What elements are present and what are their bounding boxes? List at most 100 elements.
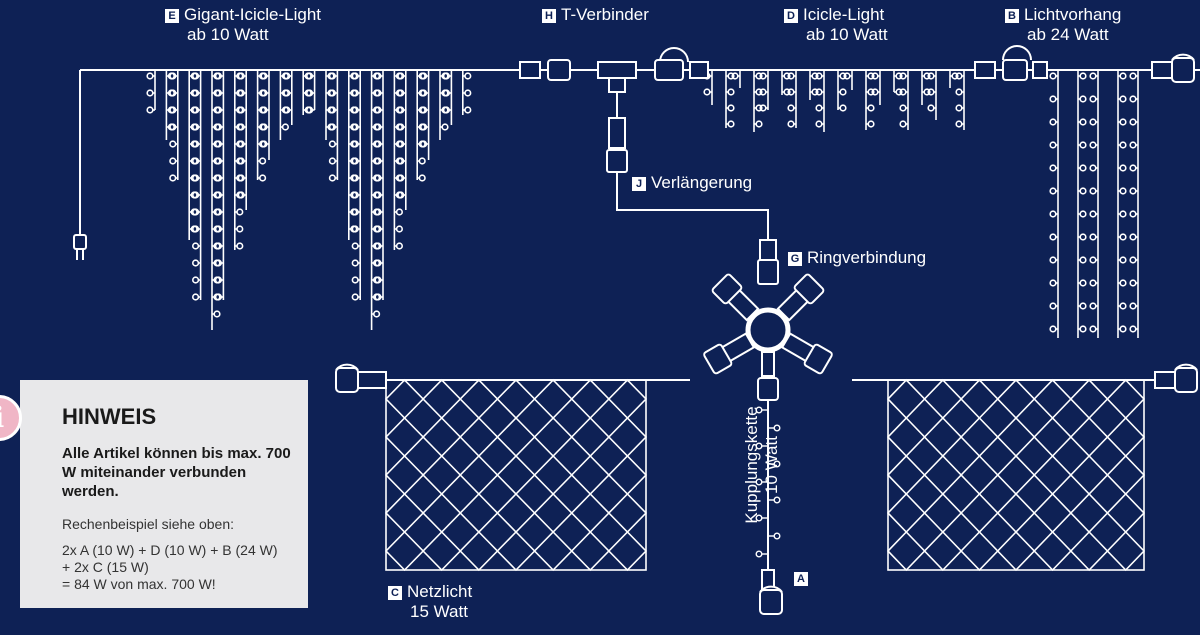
light-curtain-strands	[1049, 70, 1139, 338]
net-mesh-cell	[923, 454, 963, 496]
net-mesh-cell	[533, 454, 573, 496]
led-bulb	[815, 120, 823, 128]
net-lights	[384, 378, 1146, 572]
led-bulb	[955, 88, 963, 96]
net-mesh-cell	[570, 530, 610, 572]
led-bulb	[955, 120, 963, 128]
led-bulb	[815, 104, 823, 112]
net-mesh-cell	[459, 378, 499, 420]
led-bulb	[441, 123, 449, 131]
net-mesh-cell	[996, 492, 1036, 534]
led-bulb	[1129, 279, 1137, 287]
led-bulb	[755, 120, 763, 128]
net-mesh-cell	[1069, 454, 1109, 496]
led-bulb	[464, 89, 472, 97]
net-mesh-cell	[570, 416, 610, 458]
net-mesh-cell	[960, 454, 999, 496]
led-bulb	[1089, 141, 1097, 149]
net-mesh-cell	[496, 378, 536, 420]
net-mesh-cell	[533, 378, 573, 420]
gigant-icicle-strands	[146, 70, 472, 330]
net-mesh-cell	[1033, 454, 1072, 496]
led-bulb	[927, 104, 935, 112]
net-mesh-cell	[1106, 492, 1146, 534]
led-bulb	[727, 88, 735, 96]
led-bulb	[1119, 256, 1127, 264]
led-bulb	[1089, 95, 1097, 103]
led-bulb	[1049, 233, 1057, 241]
led-bulb	[1119, 95, 1127, 103]
led-bulb	[146, 106, 154, 114]
led-bulb	[1079, 256, 1087, 264]
power-plug-icon	[73, 234, 87, 260]
badge-e: E	[165, 9, 179, 23]
net-mesh-cell	[1033, 492, 1072, 534]
led-bulb	[1129, 72, 1137, 80]
net-mesh-cell	[1069, 416, 1109, 458]
net-mesh-cell	[1033, 378, 1072, 420]
chain-led-bulb	[755, 514, 763, 522]
net-mesh-cell	[1106, 454, 1146, 496]
ring-connector-icon	[745, 307, 791, 353]
net-mesh-cell	[422, 416, 462, 458]
led-bulb	[328, 174, 337, 182]
led-bulb	[1119, 118, 1127, 126]
led-bulb	[146, 72, 154, 80]
net-mesh-cell	[886, 416, 926, 458]
led-bulb	[464, 72, 472, 80]
led-bulb	[727, 120, 735, 128]
net-mesh-cell	[384, 530, 425, 572]
net-mesh-cell	[533, 416, 573, 458]
net-mesh-cell	[996, 378, 1036, 420]
led-bulb	[1079, 210, 1087, 218]
led-bulb	[703, 88, 711, 96]
led-bulb	[1089, 187, 1097, 195]
ring-arm-nw	[711, 273, 760, 322]
badge-b: B	[1005, 9, 1019, 23]
led-bulb	[1119, 233, 1127, 241]
net-mesh-cell	[996, 454, 1036, 496]
net-mesh-cell	[533, 492, 573, 534]
led-bulb	[373, 310, 381, 318]
chain-led-bulb	[755, 442, 763, 450]
led-bulb	[192, 293, 200, 301]
led-bulb	[839, 88, 847, 96]
net-mesh-cell	[422, 492, 462, 534]
led-bulb	[1049, 256, 1057, 264]
net-mesh-cell	[384, 492, 425, 534]
led-bulb	[1049, 141, 1057, 149]
net-mesh-cell	[1033, 416, 1072, 458]
led-bulb	[1129, 118, 1137, 126]
led-bulb	[1129, 325, 1137, 333]
net-light-right	[887, 379, 1145, 571]
led-bulb	[259, 157, 267, 165]
net-mesh-cell	[422, 530, 462, 572]
chain-led-bulb	[773, 460, 781, 468]
connector-h-right	[654, 47, 709, 81]
extension-plug-top	[606, 117, 628, 173]
led-bulb	[1129, 164, 1137, 172]
led-bulb	[1049, 95, 1057, 103]
led-bulb	[1079, 118, 1087, 126]
badge-j: J	[632, 177, 646, 191]
led-bulb	[1089, 233, 1097, 241]
ring-arm-s	[757, 351, 779, 401]
led-bulb	[1129, 302, 1137, 310]
led-bulb	[1129, 187, 1137, 195]
led-bulb	[1089, 118, 1097, 126]
label-kupplungskette: Kupplungskette 10 Watt	[742, 406, 781, 524]
led-bulb	[1089, 164, 1097, 172]
net-mesh-cell	[459, 454, 499, 496]
led-bulb	[464, 106, 472, 114]
end-cap-chain	[759, 569, 783, 615]
led-bulb	[1079, 187, 1087, 195]
led-bulb	[1049, 118, 1057, 126]
net-mesh-cell	[384, 454, 425, 496]
led-bulb	[192, 242, 200, 250]
net-mesh-cell	[607, 416, 648, 458]
led-bulb	[1129, 233, 1137, 241]
